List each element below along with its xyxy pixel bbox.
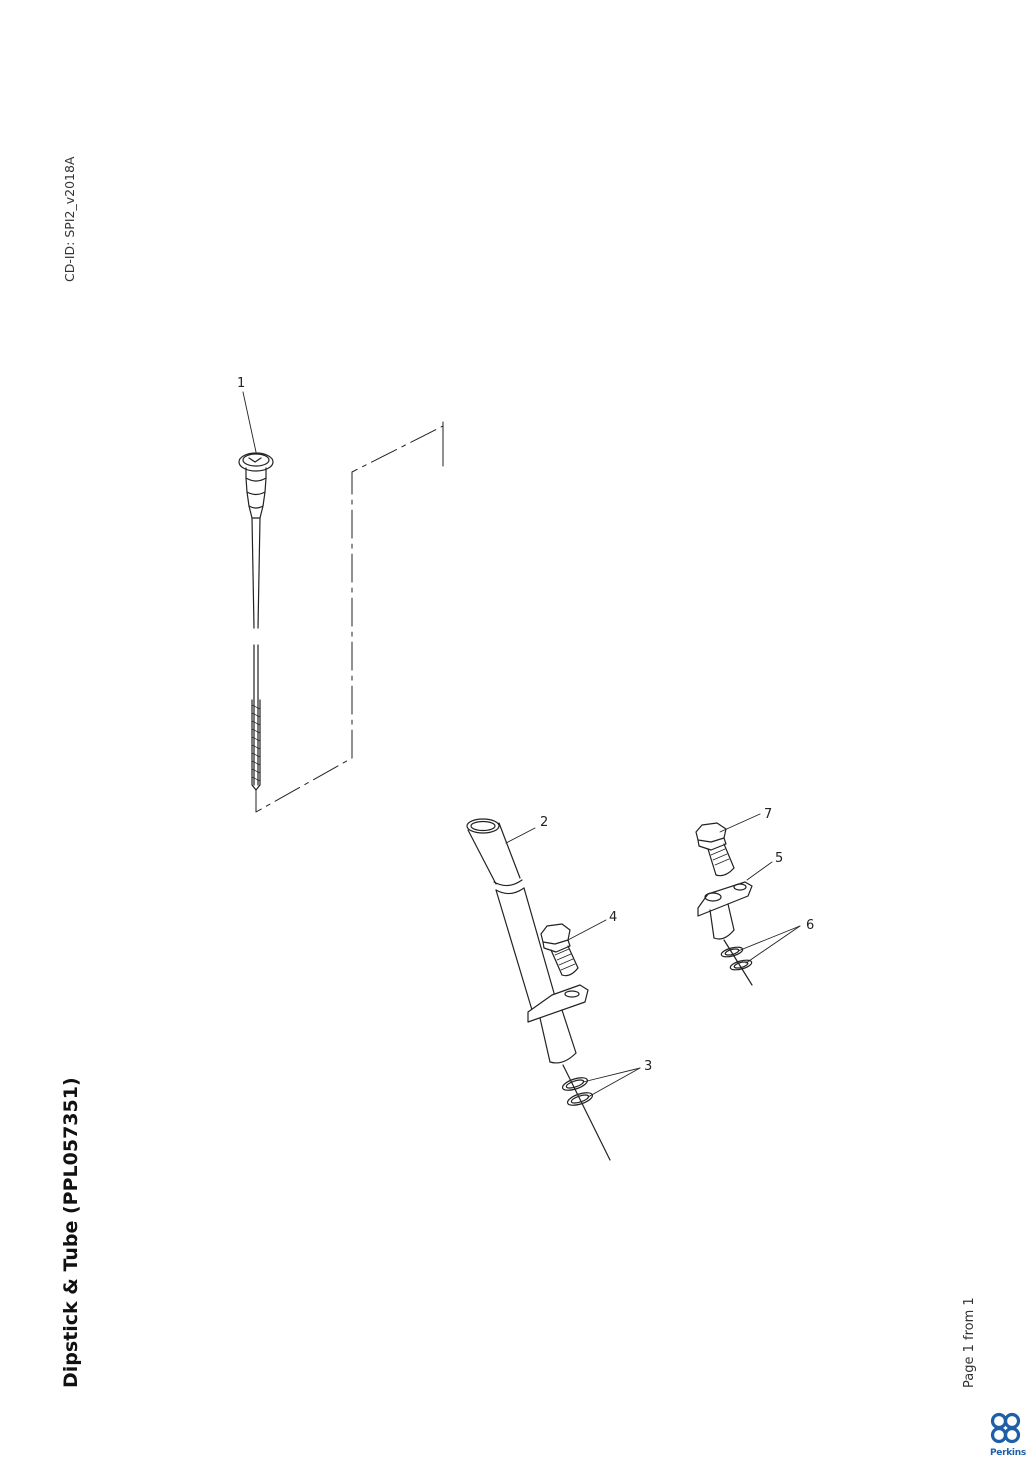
callout-6: 6 (806, 918, 814, 933)
perkins-logo-text: Perkins (990, 1448, 1026, 1458)
o-rings-part (561, 1077, 594, 1106)
dipstick-tube-part (466, 818, 611, 1161)
dipstick-part (238, 452, 274, 791)
callout-2: 2 (540, 815, 548, 830)
dipstick-centerline (255, 421, 444, 813)
callout-5: 5 (775, 851, 783, 866)
callout-7: 7 (764, 807, 772, 822)
callout-1: 1 (237, 376, 245, 391)
callout-3: 3 (644, 1059, 652, 1074)
seals-part (720, 946, 753, 971)
bracket-part (697, 881, 753, 986)
bolt-part-4 (540, 923, 579, 977)
leader-lines (242, 391, 801, 1098)
bolt-part-7 (695, 822, 735, 877)
callout-4: 4 (609, 910, 617, 925)
perkins-logo-icon (990, 1412, 1021, 1444)
